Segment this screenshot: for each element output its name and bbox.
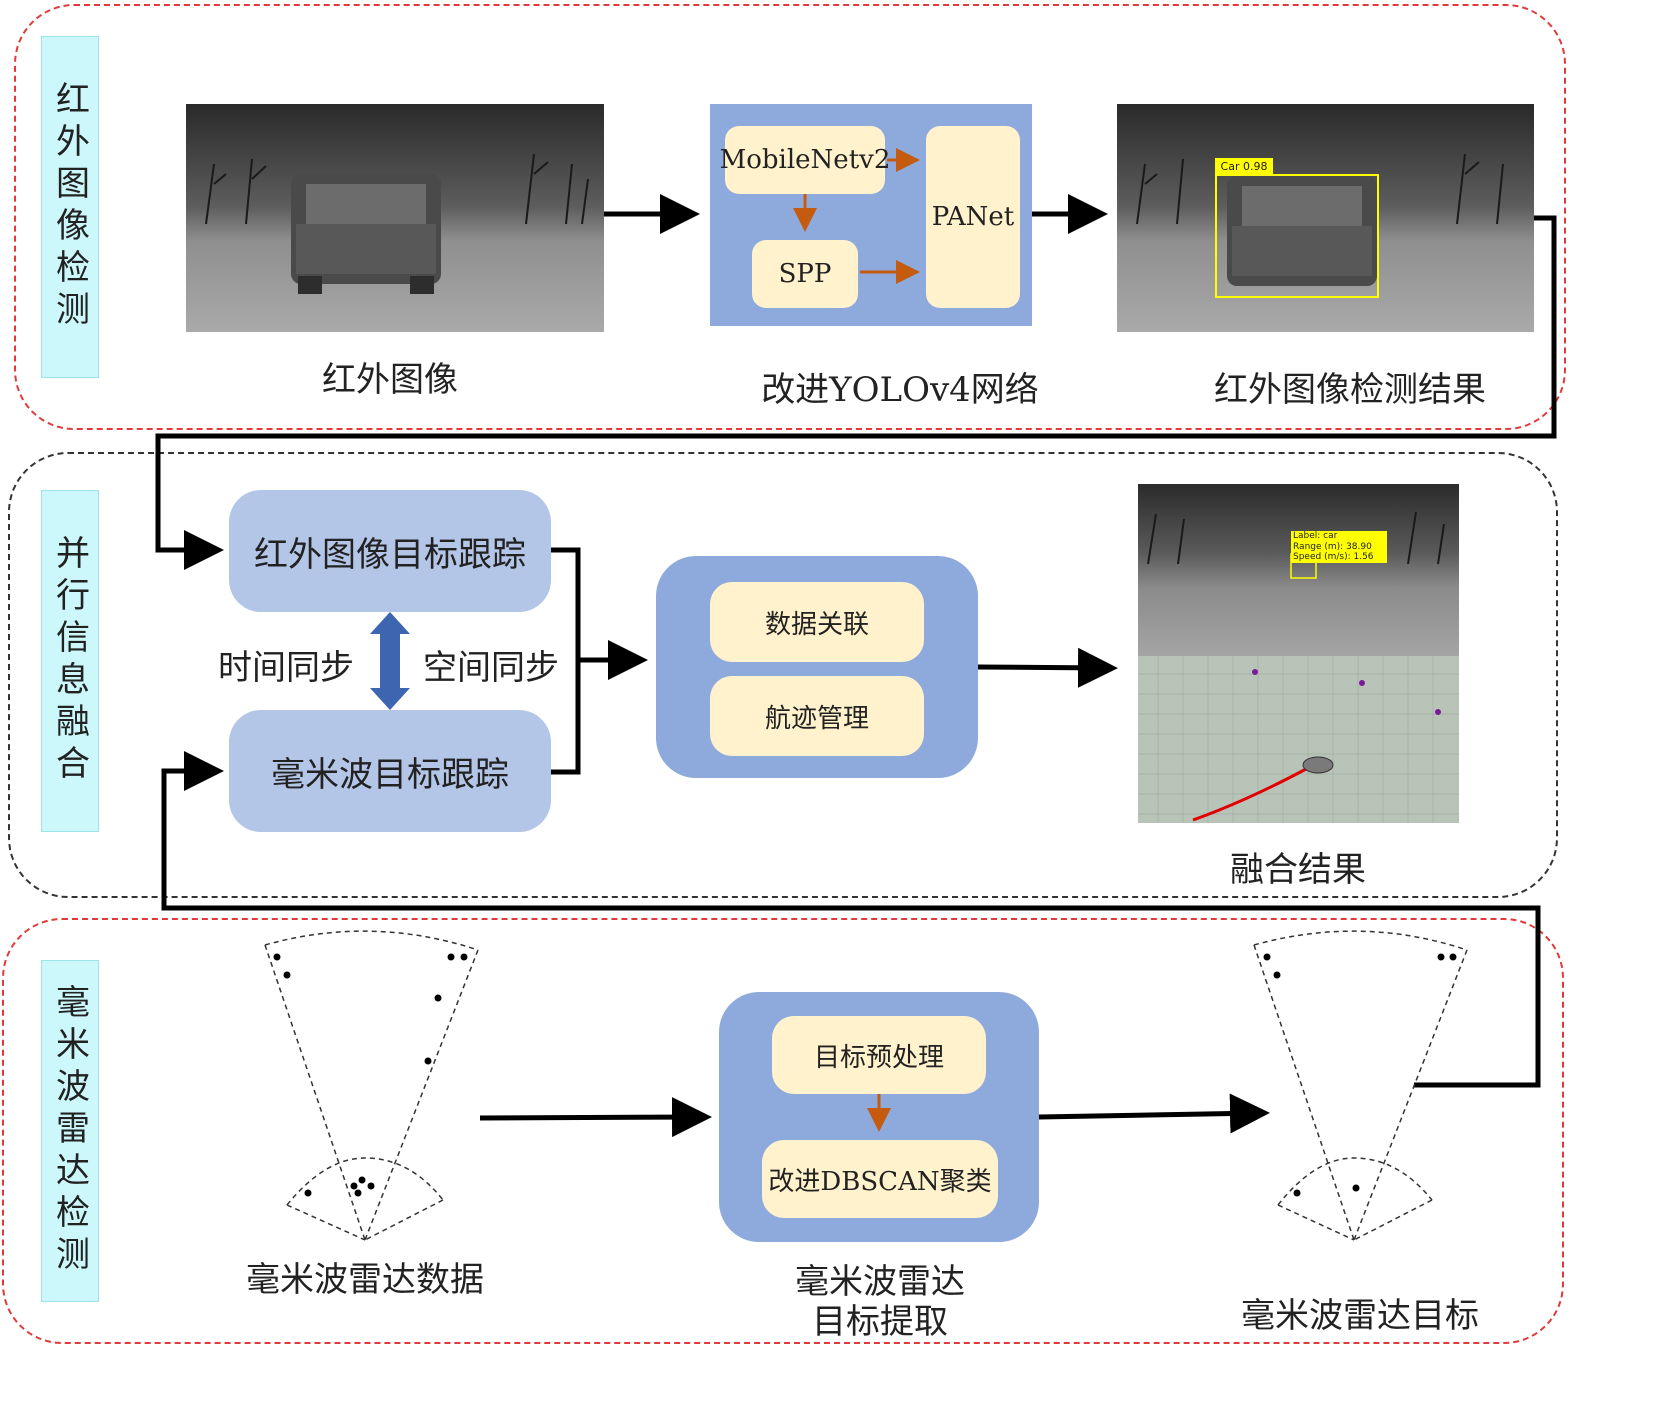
- extraction-caption-line2: 目标提取: [812, 1302, 948, 1342]
- infrared-image-caption: 红外图像: [322, 360, 458, 400]
- detection-result-caption: 红外图像检测结果: [1214, 370, 1486, 410]
- sync-double-arrow: [370, 612, 410, 710]
- radar-data-caption: 毫米波雷达数据: [246, 1260, 484, 1300]
- section-label-fusion-text: 并行信息融合: [49, 535, 90, 787]
- section-label-radar: 毫米波雷达检测: [41, 960, 99, 1302]
- arrow-radar-data-to-extraction: [479, 1097, 712, 1138]
- fusion-tag-speed: Speed (m/s): 1.56: [1293, 552, 1374, 562]
- track-management-block: 航迹管理: [710, 676, 924, 756]
- radar-target-caption: 毫米波雷达目标: [1241, 1296, 1479, 1336]
- radar-data-points: [273, 953, 468, 1197]
- infrared-scene-drawing: [205, 153, 589, 294]
- detection-tag: Car 0.98: [1215, 158, 1273, 175]
- section-label-fusion: 并行信息融合: [41, 490, 99, 832]
- infrared-input-image: [186, 104, 604, 332]
- detection-bounding-box: [1215, 174, 1379, 298]
- radar-target-sketch: [1253, 930, 1468, 1241]
- space-sync-label: 空间同步: [423, 648, 559, 688]
- fusion-scene-drawing: [1138, 511, 1459, 823]
- radar-target-points: [1263, 953, 1457, 1197]
- arrow-extraction-to-target: [1038, 1093, 1270, 1134]
- yolo-network-caption: 改进YOLOv4网络: [761, 370, 1039, 410]
- infrared-detection-result-image: Car 0.98: [1117, 104, 1534, 332]
- connector-result-to-ir-tracking: [155, 215, 1557, 570]
- fusion-tag-label: Label: car: [1293, 531, 1338, 541]
- extraction-caption-line1: 毫米波雷达: [795, 1262, 965, 1302]
- radar-detection-section: [2, 918, 1564, 1344]
- radar-target-tracking-box: 毫米波目标跟踪: [229, 710, 551, 832]
- panet-block: PANet: [926, 126, 1020, 308]
- detection-scene-drawing: [1136, 153, 1504, 298]
- connector-radar-target-to-tracking: [161, 751, 1541, 1088]
- spp-block: SPP: [752, 240, 858, 308]
- fusion-camera-view: [1138, 484, 1459, 656]
- arrow-fusion-to-result: [977, 647, 1118, 688]
- fusion-tag-range: Range (m): 38.90: [1293, 541, 1372, 552]
- radar-data-sketch: [264, 930, 479, 1241]
- section-label-infrared-text: 红外图像检测: [49, 81, 90, 333]
- fusion-section: [8, 452, 1558, 898]
- infrared-target-tracking-box: 红外图像目标跟踪: [229, 490, 551, 612]
- mobilenet-block: MobileNetv2: [720, 126, 890, 194]
- fusion-result-caption: 融合结果: [1230, 850, 1366, 890]
- fusion-info-tag: Label: car Range (m): 38.90 Speed (m/s):…: [1291, 531, 1387, 563]
- section-label-radar-text: 毫米波雷达检测: [49, 984, 90, 1278]
- target-preprocess-block: 目标预处理: [772, 1016, 986, 1094]
- section-label-infrared: 红外图像检测: [41, 36, 99, 378]
- data-association-block: 数据关联: [710, 582, 924, 662]
- fusion-result-image: Label: car Range (m): 38.90 Speed (m/s):…: [1138, 484, 1459, 823]
- connector-ir-tracking-out: [551, 547, 581, 775]
- infrared-detection-section: [14, 4, 1566, 430]
- time-sync-label: 时间同步: [218, 648, 354, 688]
- dbscan-block: 改进DBSCAN聚类: [762, 1140, 998, 1218]
